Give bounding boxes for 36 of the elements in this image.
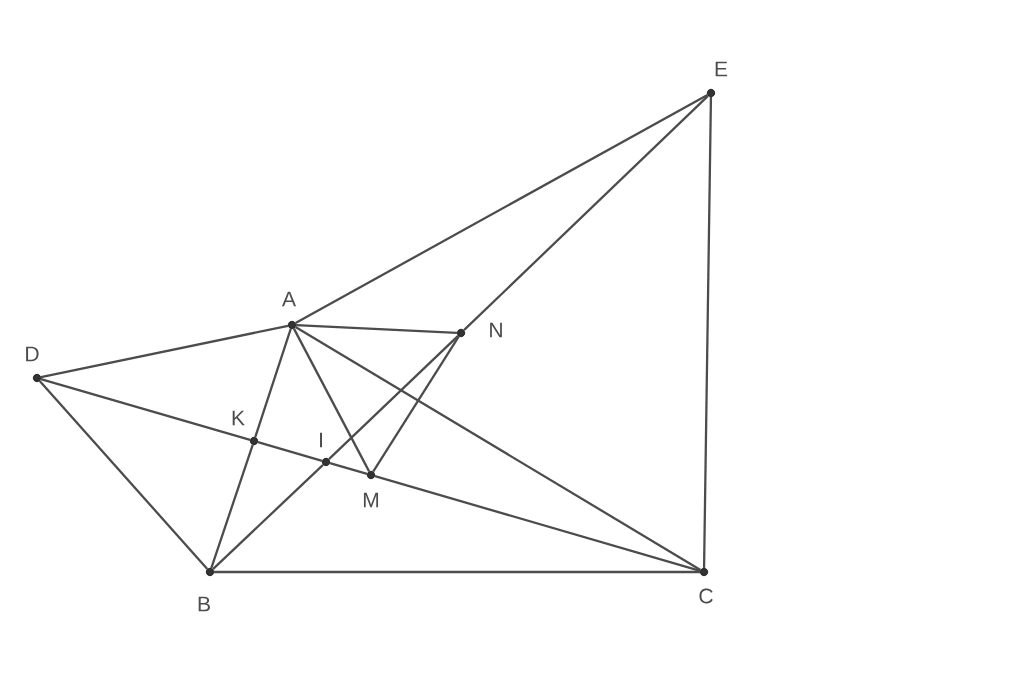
node-label: M: [363, 492, 379, 508]
segment: [40, 378, 251, 441]
segment: [40, 324, 289, 379]
node-label: B: [198, 596, 210, 612]
node-label: A: [282, 291, 296, 307]
node-label: C: [699, 588, 713, 604]
point: M: [363, 470, 379, 508]
point: I: [320, 432, 331, 467]
segment: [296, 324, 457, 334]
segment: [374, 475, 701, 572]
point: E: [706, 61, 728, 98]
point: N: [456, 322, 502, 338]
node-label: N: [490, 322, 502, 338]
point: C: [699, 567, 713, 604]
segment: [212, 464, 324, 570]
segment: [292, 328, 371, 472]
node-label: E: [715, 61, 728, 77]
point: B: [198, 567, 215, 612]
segment: [214, 570, 700, 574]
segment: [372, 335, 460, 473]
segment: [294, 326, 702, 571]
node-label: D: [26, 346, 39, 362]
segment: [257, 441, 323, 462]
point: D: [26, 346, 42, 383]
segment: [328, 335, 459, 460]
segment: [702, 97, 713, 568]
segment: [210, 444, 254, 569]
segment: [254, 328, 292, 438]
node-label: K: [232, 410, 245, 426]
node-label: I: [320, 432, 322, 448]
segment: [295, 93, 708, 324]
segment: [38, 380, 209, 570]
point: A: [282, 291, 297, 330]
point: K: [232, 410, 259, 446]
segment: [329, 462, 368, 475]
segment: [463, 95, 709, 331]
